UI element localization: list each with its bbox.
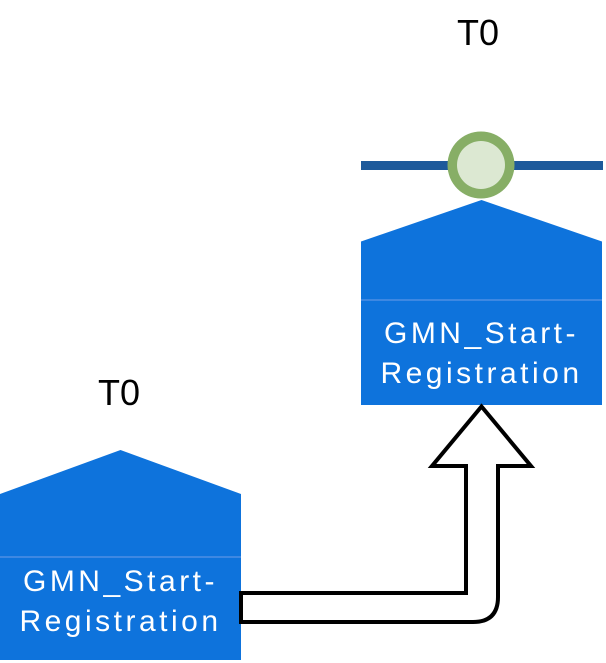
event-name-source-line2: Registration [19, 605, 222, 638]
event-name-target-line1: GMN_Start- [383, 317, 580, 350]
milestone-marker[interactable] [447, 131, 515, 199]
event-name-source-line1: GMN_Start- [22, 565, 219, 598]
timeline-label-target: T0 [456, 12, 499, 53]
event-shape-source[interactable] [0, 450, 241, 660]
event-shape-target[interactable] [361, 200, 602, 405]
event-name-target-line2: Registration [380, 357, 583, 390]
event-node-target[interactable] [361, 200, 602, 405]
connector-arrow-shape[interactable] [239, 403, 536, 624]
event-name-source: GMN_Start- Registration [0, 562, 241, 642]
event-name-target: GMN_Start- Registration [361, 314, 602, 394]
milestone-inner-circle [457, 141, 505, 189]
timeline-label-source: T0 [97, 372, 140, 413]
connector-arrow[interactable] [230, 400, 540, 630]
event-node-source[interactable] [0, 450, 241, 660]
